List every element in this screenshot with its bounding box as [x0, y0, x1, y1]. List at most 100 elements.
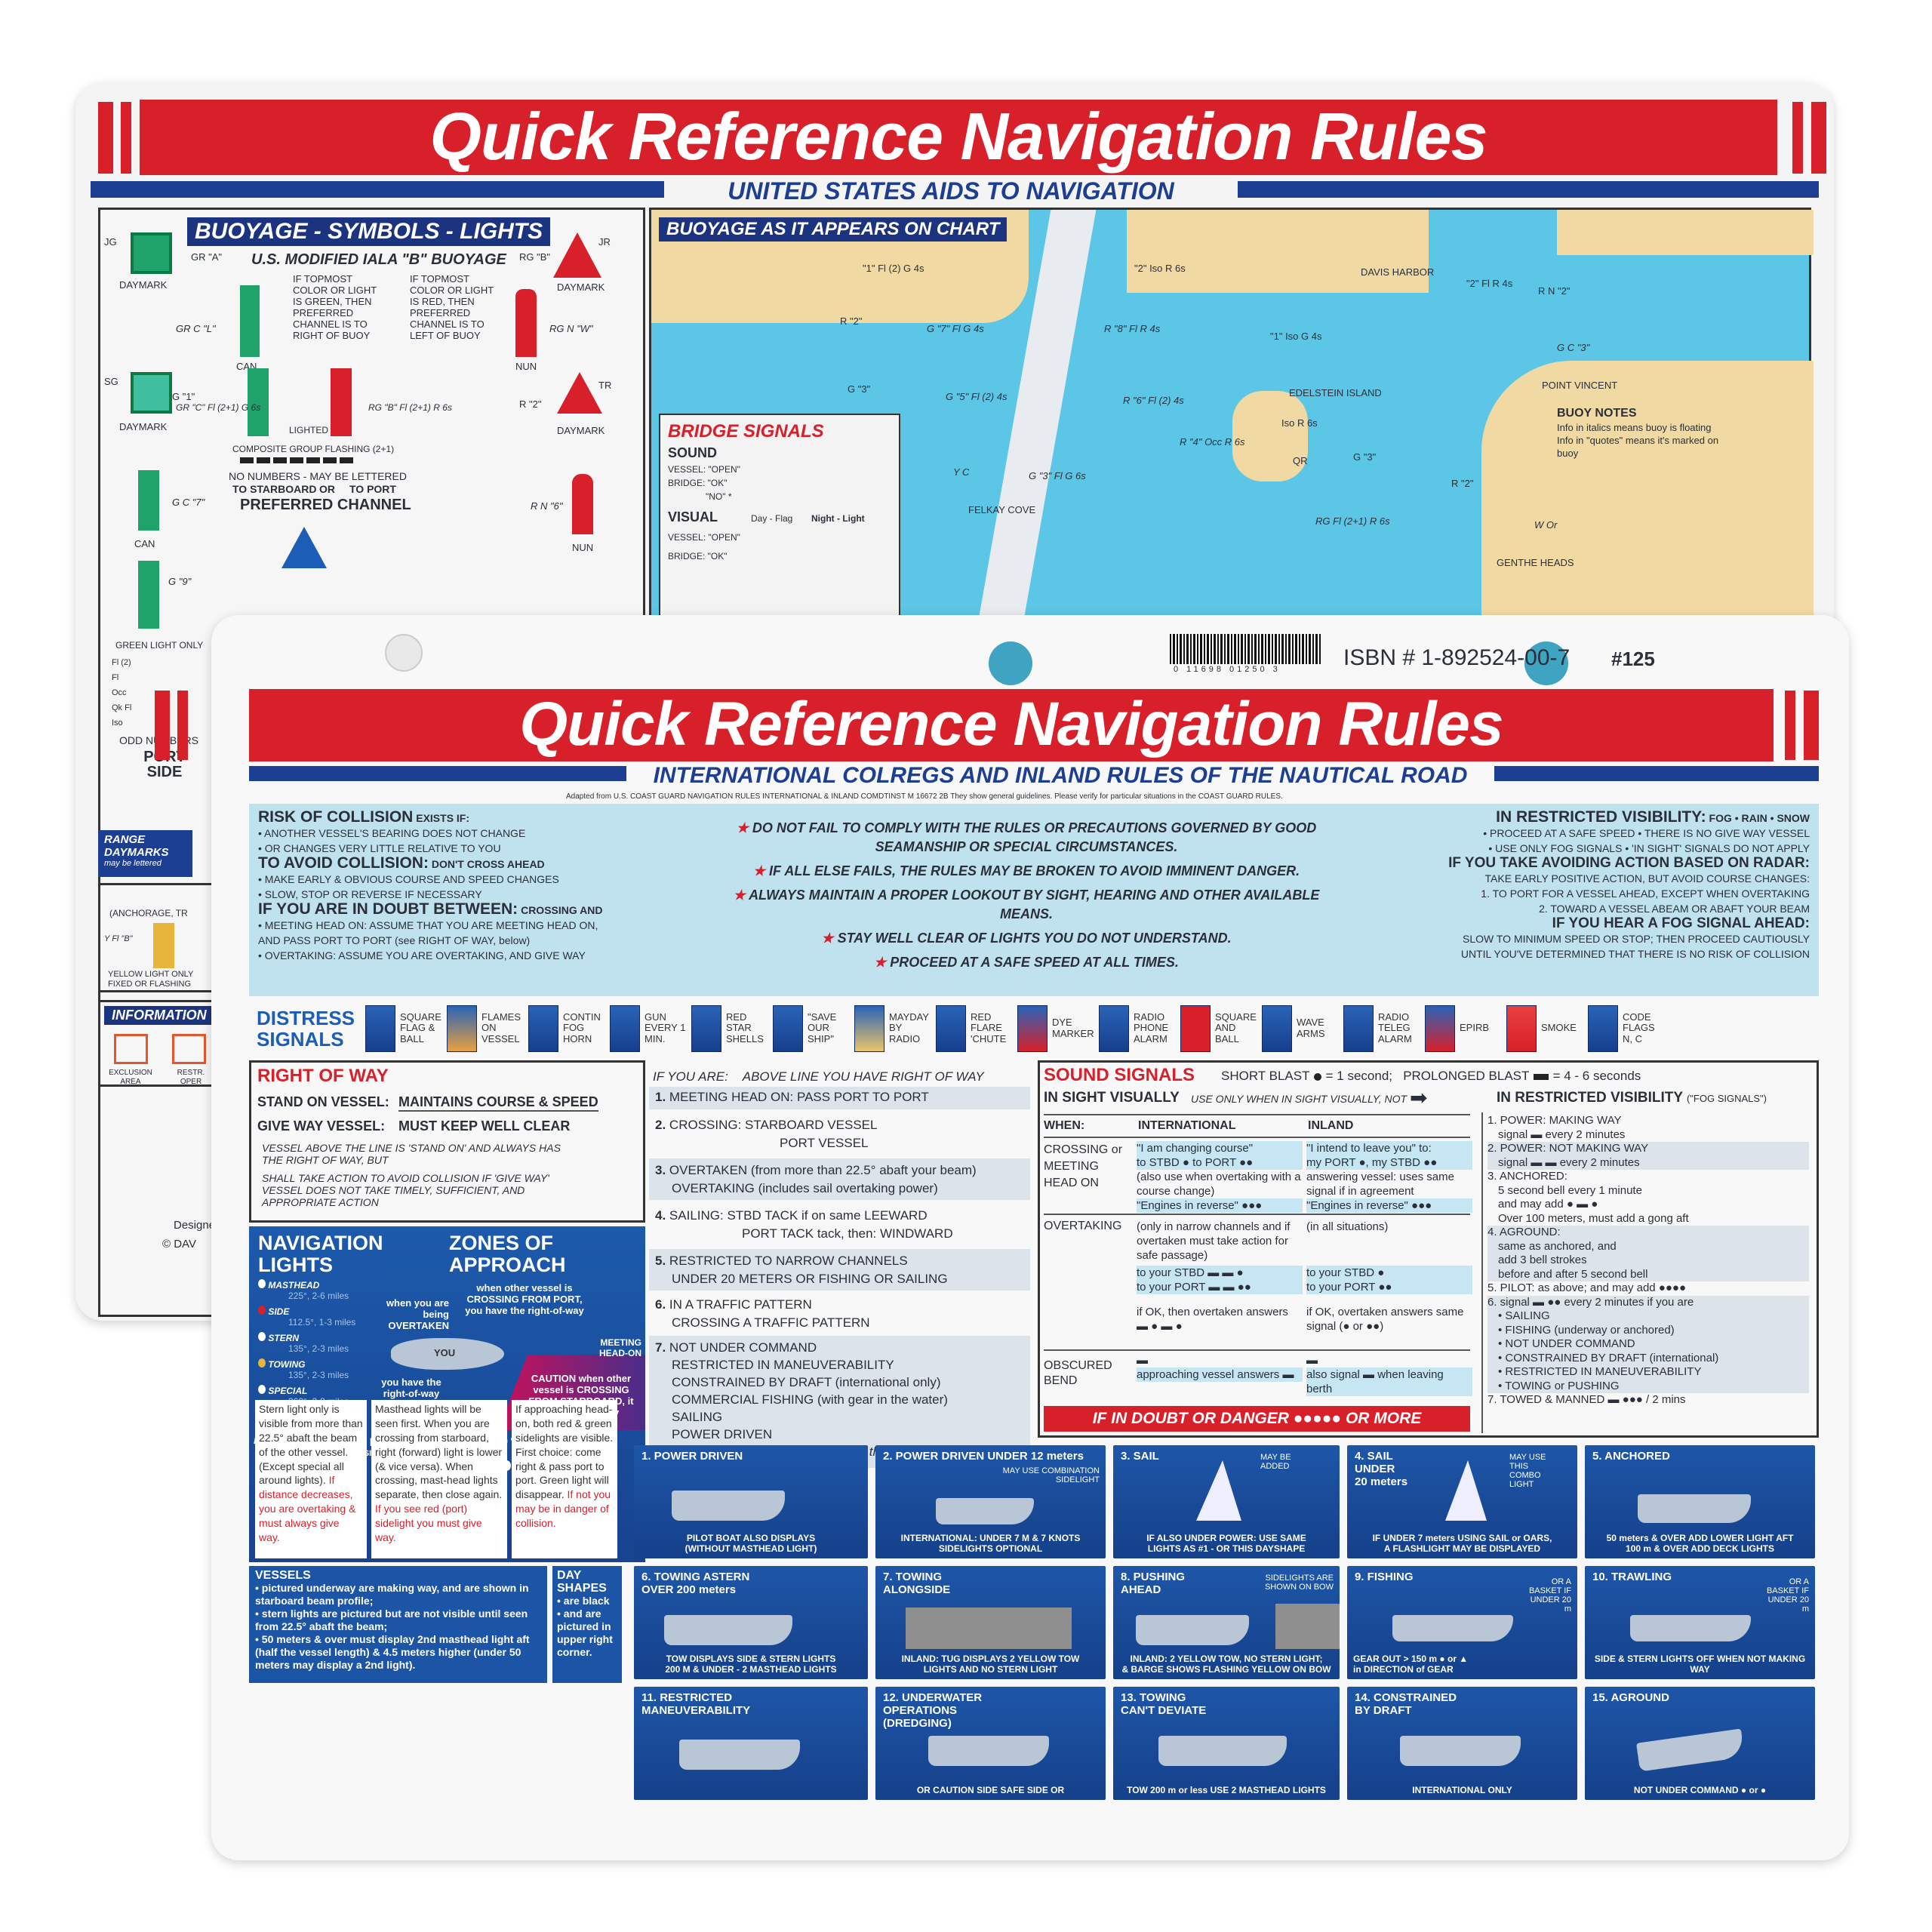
doubt-item: • OVERTAKING: ASSUME YOU ARE OVERTAKING,… [258, 949, 586, 961]
daymark-jg-icon [131, 232, 172, 274]
row-line: NOT UNDER COMMAND [669, 1340, 817, 1355]
row-line: OVERTAKING (includes sail overtaking pow… [672, 1181, 938, 1195]
night-light-label: Night - Light [811, 513, 865, 524]
vessel-icon [1158, 1736, 1287, 1766]
light-name: SIDE [268, 1306, 290, 1317]
fog-line: • CONSTRAINED BY DRAFT (international) [1487, 1351, 1809, 1365]
wave-arms-icon [1262, 1004, 1292, 1052]
distress-item: CODE FLAGS N, C [1588, 1004, 1666, 1052]
crossing-label: CROSSING or MEETING HEAD ON [1044, 1143, 1123, 1189]
light-spec: 225°, 2-6 miles [288, 1291, 349, 1301]
tile-title: 4. SAIL UNDER 20 meters [1355, 1450, 1408, 1488]
light-code: Occ [112, 688, 127, 697]
row-item-1: 1. MEETING HEAD ON: PASS PORT TO PORT [649, 1087, 1030, 1109]
distress-item: GUN EVERY 1 MIN. [610, 1004, 688, 1052]
punch-hole-blue [989, 641, 1032, 685]
chart-label: W Or [1534, 519, 1558, 531]
g9-label: G "9" [168, 576, 192, 587]
sailboat-icon [1196, 1460, 1241, 1521]
chart-label: Iso R 6s [1281, 417, 1318, 429]
overtaking-explanation: Stern light only is visible from more th… [255, 1400, 367, 1558]
row-num: 2. [655, 1118, 666, 1132]
light-name: TOWING [268, 1359, 306, 1370]
vessels-note: VESSELS • pictured underway are making w… [249, 1566, 547, 1683]
rule-item: STAY WELL CLEAR OF LIGHTS YOU DO NOT UND… [837, 931, 1232, 946]
light-spec: 135°, 2-3 miles [288, 1343, 349, 1354]
fog-item: UNTIL YOU'VE DETERMINED THAT THERE IS NO… [1460, 948, 1810, 960]
left-rule-text: IF TOPMOST COLOR OR LIGHT IS GREEN, THEN… [293, 273, 377, 341]
fog-line: • FISHING (underway or anchored) [1487, 1323, 1809, 1337]
distress-item: WAVE ARMS [1262, 1004, 1340, 1052]
y-fl-b-label: Y Fl "B" [104, 934, 133, 943]
divider [1044, 1137, 1470, 1138]
tile-caption: INLAND: TUG DISPLAYS 2 YELLOW TOW LIGHTS… [901, 1654, 1080, 1675]
distress-item: RED FLARE 'CHUTE [936, 1004, 1014, 1052]
information-header: INFORMATION [104, 1006, 214, 1025]
tile-restricted-maneuverability: 11. RESTRICTED MANEUVERABILITY [634, 1687, 868, 1800]
vessel-icon [1636, 1728, 1745, 1772]
can-buoy-icon [240, 285, 260, 357]
star-icon: ★ [752, 863, 770, 878]
designed-label: Designed [174, 1219, 222, 1232]
front-subtitle: INTERNATIONAL COLREGS AND INLAND RULES O… [626, 763, 1494, 789]
isbn-label: ISBN # 1-892524-00-7 [1343, 645, 1571, 670]
intl-obscured: ▬ approaching vessel answers ▬ [1137, 1353, 1303, 1382]
overtaken-label: when you are being OVERTAKEN [386, 1297, 449, 1331]
chart-label: R "8" Fl R 4s [1104, 323, 1161, 334]
lighted-red-buoy-icon [331, 368, 352, 436]
divider [1044, 1349, 1470, 1351]
star-icon: ★ [736, 820, 752, 835]
gun-icon [610, 1004, 640, 1052]
tile-caption: GEAR OUT > 150 m ● or ▲ in DIRECTION of … [1353, 1654, 1469, 1675]
banner-stripe [1792, 102, 1803, 174]
tile-title: 5. ANCHORED [1592, 1450, 1670, 1463]
yellow-light-label: YELLOW LIGHT ONLY FIXED OR FLASHING [108, 970, 194, 989]
fog-line: 4. AGROUND: [1487, 1226, 1809, 1240]
short-blast-value: = 1 second; [1325, 1069, 1393, 1083]
distress-label: CONTIN FOG HORN [563, 1011, 601, 1044]
arrow-right-icon: ➡ [1410, 1086, 1428, 1109]
restricted-title: IN RESTRICTED VISIBILITY: [1496, 808, 1706, 826]
right-of-way-title: RIGHT OF WAY [257, 1066, 389, 1086]
vessel-open-label: VESSEL: "OPEN" [668, 532, 740, 543]
risk-title: RISK OF COLLISION [258, 808, 414, 826]
danger-banner: IF IN DOUBT OR DANGER ●●●●● OR MORE [1044, 1406, 1470, 1432]
tile-note: OR A BASKET IF UNDER 20 m [1766, 1577, 1809, 1614]
chart-label: R "4" Occ R 6s [1180, 436, 1245, 448]
inland-line: to your STBD ● [1306, 1266, 1472, 1280]
row-line: OVERTAKEN (from more than 22.5° abaft yo… [669, 1163, 977, 1177]
distress-item: RADIO PHONE ALARM [1099, 1004, 1177, 1052]
distress-label: RADIO PHONE ALARM [1134, 1011, 1169, 1044]
chart-label: Y C [953, 466, 970, 478]
jg-label: JG [104, 236, 117, 248]
row-line: COMMERCIAL FISHING (with gear in the wat… [672, 1392, 948, 1407]
general-rules: ★ DO NOT FAIL TO COMPLY WITH THE RULES O… [717, 819, 1336, 972]
buoy-notes: BUOY NOTES Info in italics means buoy is… [1557, 406, 1723, 460]
tile-caption: IF ALSO UNDER POWER: USE SAME LIGHTS AS … [1146, 1533, 1306, 1554]
side-light-icon [258, 1306, 266, 1315]
flag-ball-icon [365, 1004, 395, 1052]
row-item-3: 3. OVERTAKEN (from more than 22.5° abaft… [649, 1158, 1030, 1200]
rule-item: PROCEED AT A SAFE SPEED AT ALL TIMES. [890, 955, 1179, 970]
may-be-lettered-label: may be lettered [104, 859, 162, 868]
light-name: SPECIAL [268, 1386, 308, 1396]
row-line: MEETING HEAD ON: PASS PORT TO PORT [669, 1090, 929, 1104]
you-have-label: you have the right-of-way [381, 1377, 441, 1399]
fog-line: before and after 5 second bell [1487, 1267, 1809, 1281]
row-num: 3. [655, 1163, 666, 1177]
special-marks-box: (ANCHORAGE, TR Y Fl "B" YELLOW LIGHT ONL… [98, 883, 219, 992]
to-port-label: TO PORT [349, 483, 396, 495]
range-daymarks-label: RANGE DAYMARKS [104, 833, 169, 859]
vessel-icon [672, 1491, 785, 1521]
star-shells-icon [691, 1004, 721, 1052]
intl-line: "Engines in reverse" ●●● [1137, 1198, 1303, 1213]
flash-pattern-bar [240, 457, 353, 463]
light-spec: 112.5°, 1-3 miles [288, 1317, 356, 1327]
above-line-label: ABOVE LINE YOU HAVE RIGHT OF WAY [742, 1069, 984, 1084]
no-label: "NO" * [706, 491, 732, 502]
daymark-sg-icon [131, 372, 172, 414]
radio-telegraph-icon [1343, 1004, 1374, 1052]
